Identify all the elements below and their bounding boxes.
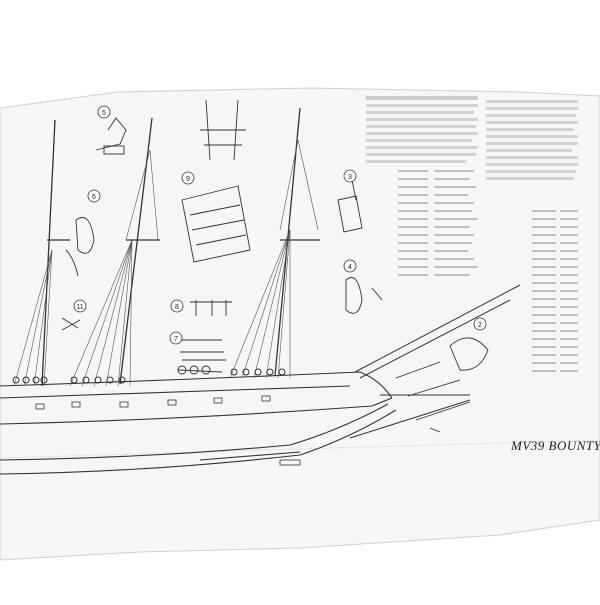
detail-marker-6 bbox=[87, 189, 101, 203]
detail-marker-3 bbox=[343, 169, 357, 183]
shrouds bbox=[13, 139, 319, 387]
plan-title: MV39 BOUNTY bbox=[511, 438, 600, 453]
detail-marker-7 bbox=[169, 331, 183, 345]
detail-label-4: 4 bbox=[348, 264, 352, 271]
detail-label-11: 11 bbox=[76, 304, 83, 311]
detail-marker-4 bbox=[343, 259, 357, 273]
gun-ports bbox=[35, 395, 301, 466]
detail-marker-11 bbox=[73, 299, 87, 313]
detail-drawings bbox=[61, 99, 489, 433]
detail-label-6: 6 bbox=[92, 194, 96, 201]
detail-label-3: 3 bbox=[348, 174, 352, 181]
detail-label-9: 9 bbox=[186, 176, 190, 183]
detail-marker-5 bbox=[97, 105, 111, 119]
detail-label-8: 8 bbox=[175, 304, 179, 311]
paper-sheet bbox=[0, 87, 600, 561]
detail-marker-2 bbox=[473, 317, 487, 331]
detail-label-5: 5 bbox=[102, 110, 106, 117]
detail-label-7: 7 bbox=[174, 336, 178, 343]
detail-label-2: 2 bbox=[478, 322, 482, 329]
parts-list bbox=[398, 170, 578, 372]
detail-marker-9 bbox=[181, 171, 195, 185]
bowsprit bbox=[349, 284, 521, 439]
instruction-text-blocks bbox=[366, 96, 578, 180]
detail-markers bbox=[73, 105, 487, 345]
paper-fold bbox=[0, 439, 600, 459]
detail-marker-8 bbox=[170, 299, 184, 313]
deadeyes bbox=[12, 368, 286, 384]
